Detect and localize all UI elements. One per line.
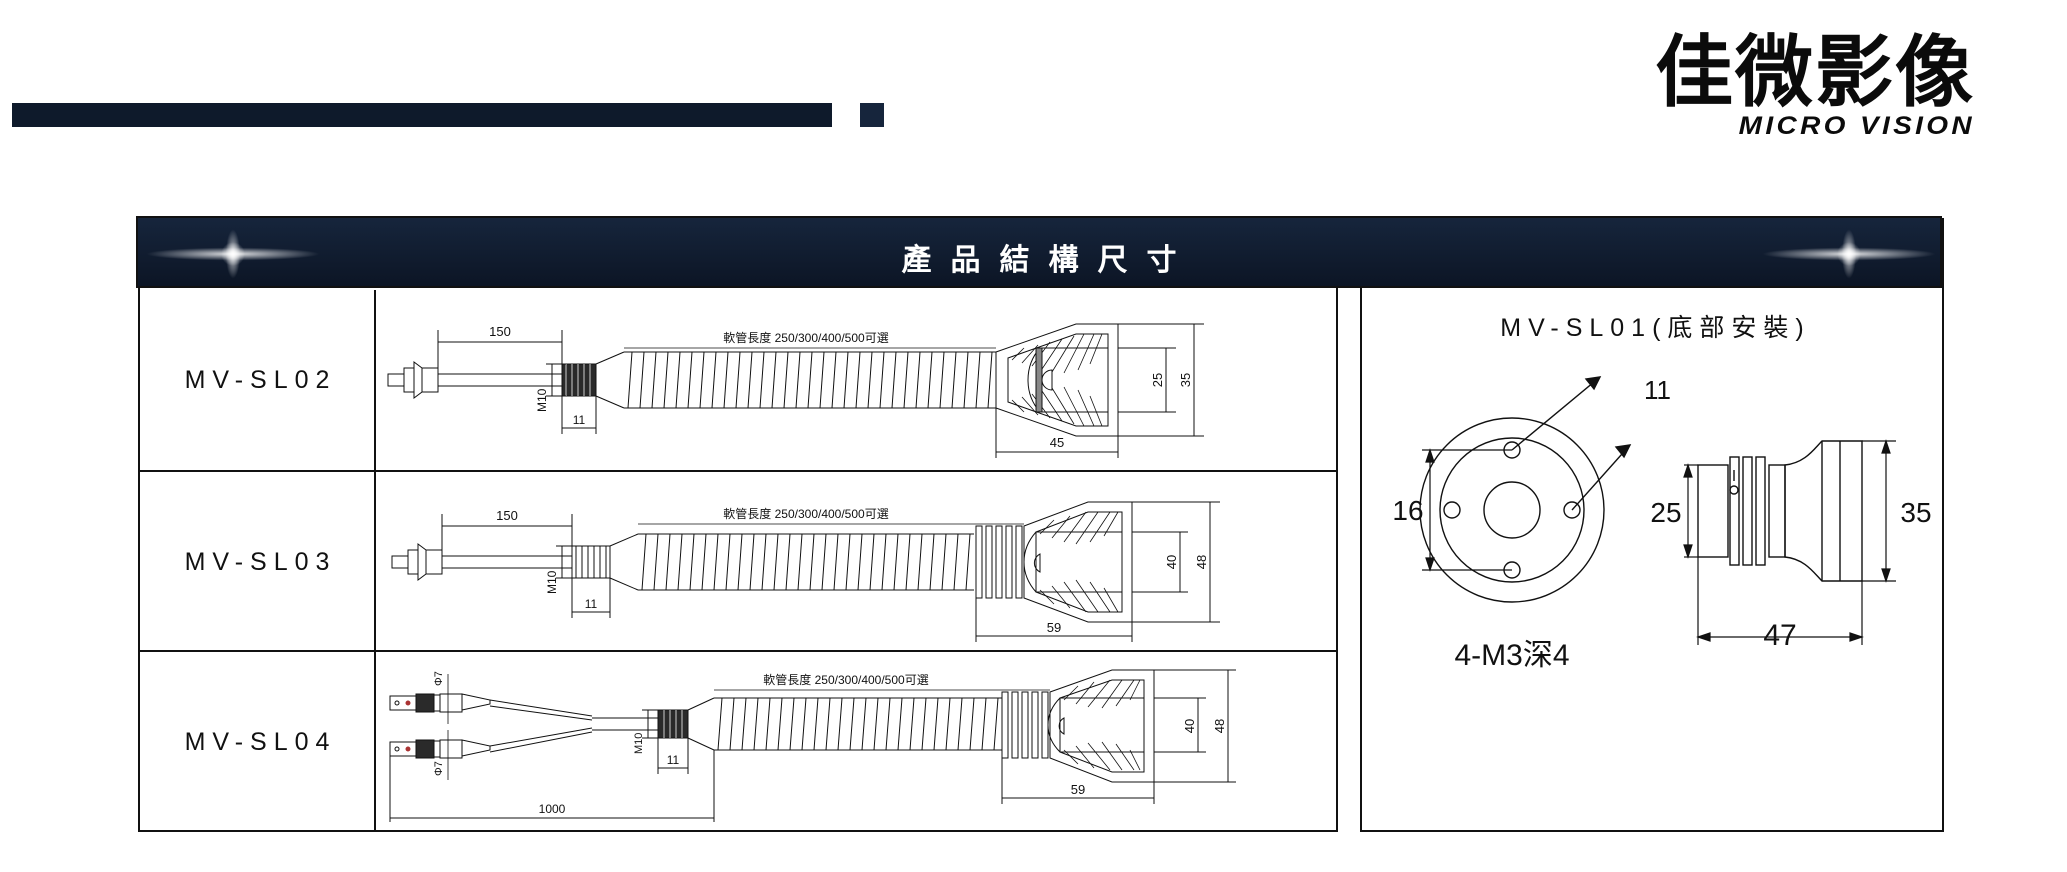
dimension-thread-length: 11 — [585, 597, 598, 611]
table-row: MV-SL03 — [140, 470, 1336, 652]
dimension-head-inner: 25 — [1150, 373, 1165, 387]
drawing-mv-sl01: 11 16 4-M3深4 — [1362, 345, 1942, 825]
brand-name-english: MICRO VISION — [1738, 112, 1975, 140]
dimension-branch-dia-bottom: Φ7 — [433, 761, 445, 776]
mv-sl01-title: MV-SL01(底部安裝) — [1500, 314, 1811, 342]
model-label-mv-sl03: MV-SL03 — [140, 472, 376, 652]
dimension-thread: M10 — [535, 388, 549, 412]
dimension-head-depth: 59 — [1071, 782, 1085, 797]
dimension-cable-length: 150 — [496, 508, 518, 523]
dimension-length: 47 — [1763, 619, 1796, 652]
dimension-head-inner: 40 — [1182, 719, 1197, 733]
dimension-head-depth: 59 — [1047, 620, 1061, 635]
drawing-mv-sl03: 150 M10 11 軟管長度 250/300/400/500可選 — [376, 472, 1336, 652]
drawing-mv-sl04: Φ7 Φ7 M10 11 — [376, 652, 1336, 832]
model-label-mv-sl02: MV-SL02 — [140, 290, 376, 470]
top-decorative-square — [860, 103, 884, 127]
top-decorative-bar — [12, 103, 832, 127]
hose-length-note: 軟管長度 250/300/400/500可選 — [723, 330, 888, 345]
thread-note: 4-M3深4 — [1454, 639, 1569, 672]
dimension-head-outer: 35 — [1178, 373, 1193, 387]
mv-sl01-panel: MV-SL01(底部安裝) 11 — [1360, 218, 1944, 832]
brand-logo: 佳微影像 MICRO VISION — [1655, 34, 1975, 139]
dimension-hole-spacing: 11 — [1644, 375, 1671, 405]
hose-length-note: 軟管長度 250/300/400/500可選 — [723, 506, 888, 521]
dimension-head-height: 35 — [1900, 497, 1931, 528]
dimension-body-height: 25 — [1650, 497, 1681, 528]
model-label-mv-sl04: MV-SL04 — [140, 652, 376, 832]
table-row: MV-SL04 — [140, 650, 1336, 832]
dimension-total-length: 1000 — [539, 802, 566, 816]
dimension-head-depth: 45 — [1050, 435, 1064, 450]
models-table: MV-SL02 — [138, 218, 1338, 832]
hose-length-note: 軟管長度 250/300/400/500可選 — [763, 672, 928, 687]
dimension-head-outer: 48 — [1194, 555, 1209, 569]
brand-name-chinese: 佳微影像 — [1654, 28, 1975, 118]
spec-sheet: MV-SL02 — [136, 216, 1944, 832]
dimension-branch-dia-top: Φ7 — [433, 671, 445, 686]
dimension-bolt-circle: 16 — [1392, 495, 1423, 526]
section-header-bar: 產品結構尺寸 — [136, 216, 1942, 288]
dimension-thread-length: 11 — [573, 413, 586, 427]
dimension-head-outer: 48 — [1212, 719, 1227, 733]
table-row: MV-SL02 — [140, 290, 1336, 470]
page-title: 產品結構尺寸 — [901, 243, 1196, 278]
dimension-thread: M10 — [545, 570, 559, 594]
dimension-cable-length: 150 — [489, 324, 511, 339]
dimension-thread-length: 11 — [667, 753, 680, 767]
drawing-mv-sl02: 150 M10 11 軟 — [376, 290, 1336, 470]
dimension-thread: M10 — [633, 733, 645, 754]
dimension-head-inner: 40 — [1164, 555, 1179, 569]
